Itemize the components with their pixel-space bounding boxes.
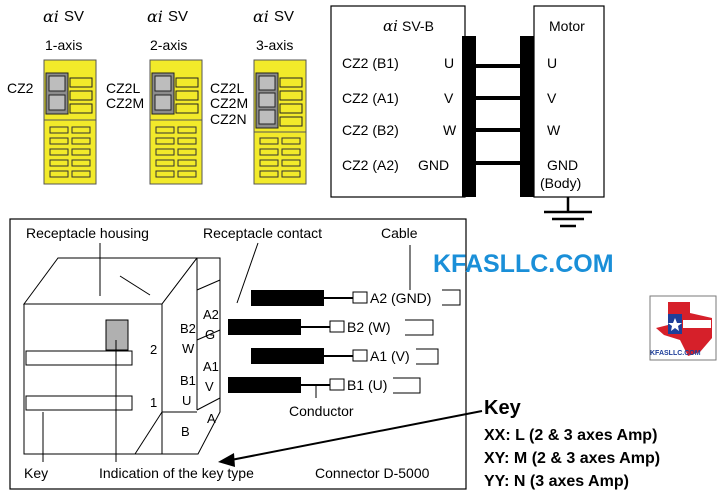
amp-3axis-connector-cz2l: CZ2L: [210, 80, 245, 96]
connector-leader-lines: [42, 242, 411, 462]
motor-terminal-v: V: [547, 90, 557, 106]
motor-terminal-gnd: GND: [547, 157, 579, 173]
wiring-phase-gnd: GND: [418, 157, 450, 173]
cable-b1-u: B1 (U): [347, 377, 388, 393]
key-legend-line-xy: XY: M (2 & 3 axes Amp): [484, 450, 661, 467]
logo-text: KFASLLC.COM: [650, 350, 701, 357]
wiring-pin-a2: CZ2 (A2): [342, 157, 399, 173]
amp-box: [330, 5, 466, 198]
wiring-pin-b1: CZ2 (B1): [342, 55, 399, 71]
key-legend-line-yy: YY: N (3 axes Amp): [484, 473, 629, 490]
amp-3axis-connector-cz2n: CZ2N: [210, 111, 247, 127]
key-legend-line-xx: XX: L (2 & 3 axes Amp): [484, 427, 658, 444]
key-type-indication-label: Indication of the key type: [99, 465, 254, 481]
wiring-phase-u: U: [444, 55, 455, 71]
amp-2axis-series-greek: αi: [147, 7, 163, 26]
amp-terminal-bar: [462, 36, 476, 197]
motor-terminal-u: U: [547, 55, 558, 71]
motor-box: [533, 5, 605, 198]
cable-a1-v: A1 (V): [370, 348, 410, 364]
connector-model-label: Connector D-5000: [315, 465, 430, 481]
amp-3axis-connector-cz2m: CZ2M: [210, 95, 249, 111]
key-legend-title: Key: [484, 397, 521, 419]
receptacle-housing-drawing: [23, 257, 221, 455]
amp-3axis-series-greek: αi: [253, 7, 269, 26]
face-a1: A1: [203, 359, 219, 374]
cable-a2-gnd: A2 (GND): [370, 290, 432, 306]
motor-title: Motor: [549, 18, 585, 34]
key-arrow: [218, 410, 483, 467]
connector-frame: [9, 218, 467, 490]
amp-3axis-series-suffix: SV: [274, 8, 295, 25]
face-b2: B2: [180, 321, 196, 336]
cable-b2-w: B2 (W): [347, 319, 391, 335]
amp-1axis-series-greek: αi: [43, 7, 59, 26]
amp-2axis-connector-cz2m: CZ2M: [106, 95, 145, 111]
wiring-pin-b2: CZ2 (B2): [342, 122, 399, 138]
motor-terminal-w: W: [547, 122, 561, 138]
face-a2: A2: [203, 307, 219, 322]
face-b1: B1: [180, 373, 196, 388]
amp-3axis-unit: [253, 59, 307, 185]
face-row-1: 1: [150, 395, 158, 410]
amp-box-title-greek: αi: [383, 17, 398, 35]
cable-drawings: [228, 289, 461, 394]
wiring-phase-v: V: [444, 90, 454, 106]
face-b: B: [181, 424, 190, 439]
wiring-pin-a1: CZ2 (A1): [342, 90, 399, 106]
amp-1axis-axis-label: 1-axis: [45, 37, 83, 53]
face-g: G: [205, 327, 216, 342]
face-w: W: [182, 341, 195, 356]
amp-1axis-series-suffix: SV: [64, 8, 85, 25]
face-v: V: [205, 379, 214, 394]
amp-2axis-unit: [149, 59, 203, 185]
motor-body-label: (Body): [540, 175, 582, 191]
amp-2axis-axis-label: 2-axis: [150, 37, 188, 53]
face-u: U: [182, 393, 192, 408]
ground-symbol: [544, 197, 592, 228]
conductor-label: Conductor: [289, 403, 354, 419]
face-row-2: 2: [150, 342, 158, 357]
amp-2axis-connector-cz2l: CZ2L: [106, 80, 141, 96]
amp-box-title-suffix: SV-B: [402, 18, 434, 34]
motor-terminal-bar: [520, 36, 534, 197]
motor-wires: [476, 64, 520, 165]
amp-3axis-axis-label: 3-axis: [256, 37, 294, 53]
receptacle-contact-label: Receptacle contact: [203, 225, 323, 241]
key-label: Key: [24, 465, 49, 481]
amp-1axis-connector-cz2: CZ2: [7, 80, 34, 96]
wiring-phase-w: W: [443, 122, 457, 138]
cable-label: Cable: [381, 225, 418, 241]
watermark-text: KFASLLC.COM: [433, 250, 614, 278]
amp-2axis-series-suffix: SV: [168, 8, 189, 25]
amp-1axis-unit: [43, 59, 97, 185]
face-a: A: [207, 411, 216, 426]
texas-logo: [649, 295, 717, 361]
receptacle-housing-label: Receptacle housing: [26, 225, 149, 241]
